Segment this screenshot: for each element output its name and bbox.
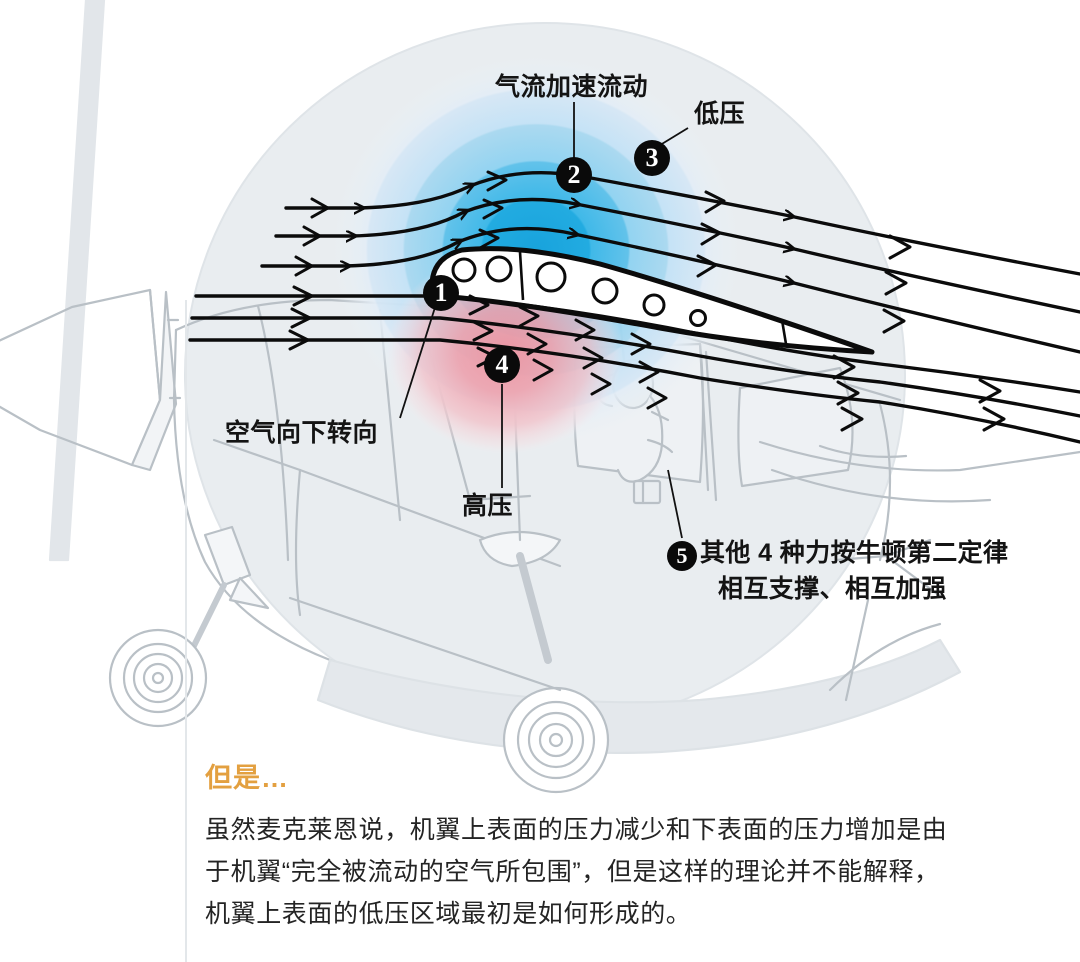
footer-line-1: 虽然麦克莱恩说，机翼上表面的压力减少和下表面的压力增加是由: [205, 816, 948, 844]
propeller-blade: [48, 0, 106, 562]
footer-line-2: 于机翼“完全被流动的空气所包围”，但是这样的理论并不能解释，: [205, 858, 940, 886]
footer-body: 虽然麦克莱恩说，机翼上表面的压力减少和下表面的压力增加是由 于机翼“完全被流动的…: [205, 809, 1065, 935]
marker-badge-3[interactable]: 3: [634, 140, 670, 176]
label-high-pressure: 高压: [462, 492, 514, 520]
leader-line-5: [667, 469, 683, 539]
marker-badge-4[interactable]: 4: [484, 347, 520, 383]
rear-window: [737, 366, 854, 488]
upper-streamline-arrowheads: [294, 170, 912, 334]
leader-line-1: [399, 297, 439, 419]
label-airflow-accelerates: 气流加速流动: [495, 73, 649, 101]
note-five-forces: 其他 4 种力按牛顿第二定律 相互支撑、相互加强: [700, 536, 1080, 607]
marker-badge-1[interactable]: 1: [423, 275, 459, 311]
main-wing-far: [758, 440, 1080, 472]
marker-badge-2[interactable]: 2: [556, 157, 592, 193]
note-five-forces-line2: 相互支撑、相互加强: [718, 574, 947, 603]
nose-landing-gear: [108, 525, 270, 728]
footer-note: 但是… 虽然麦克莱恩说，机翼上表面的压力减少和下表面的压力增加是由 于机翼“完全…: [205, 756, 1065, 935]
lower-streamline-arrowheads: [288, 285, 1006, 432]
main-landing-gear: [478, 530, 610, 794]
upper-streamlines: [260, 173, 1080, 354]
lower-streamlines: [188, 294, 1080, 444]
marker-badge-5[interactable]: 5: [667, 541, 697, 571]
note-five-forces-line1: 其他 4 种力按牛顿第二定律: [700, 539, 1009, 567]
footer-line-3: 机翼上表面的低压区域最初是如何形成的。: [205, 900, 692, 928]
label-air-turns-downward: 空气向下转向: [225, 419, 379, 447]
footer-heading: 但是…: [205, 763, 289, 793]
label-low-pressure: 低压: [694, 100, 746, 128]
